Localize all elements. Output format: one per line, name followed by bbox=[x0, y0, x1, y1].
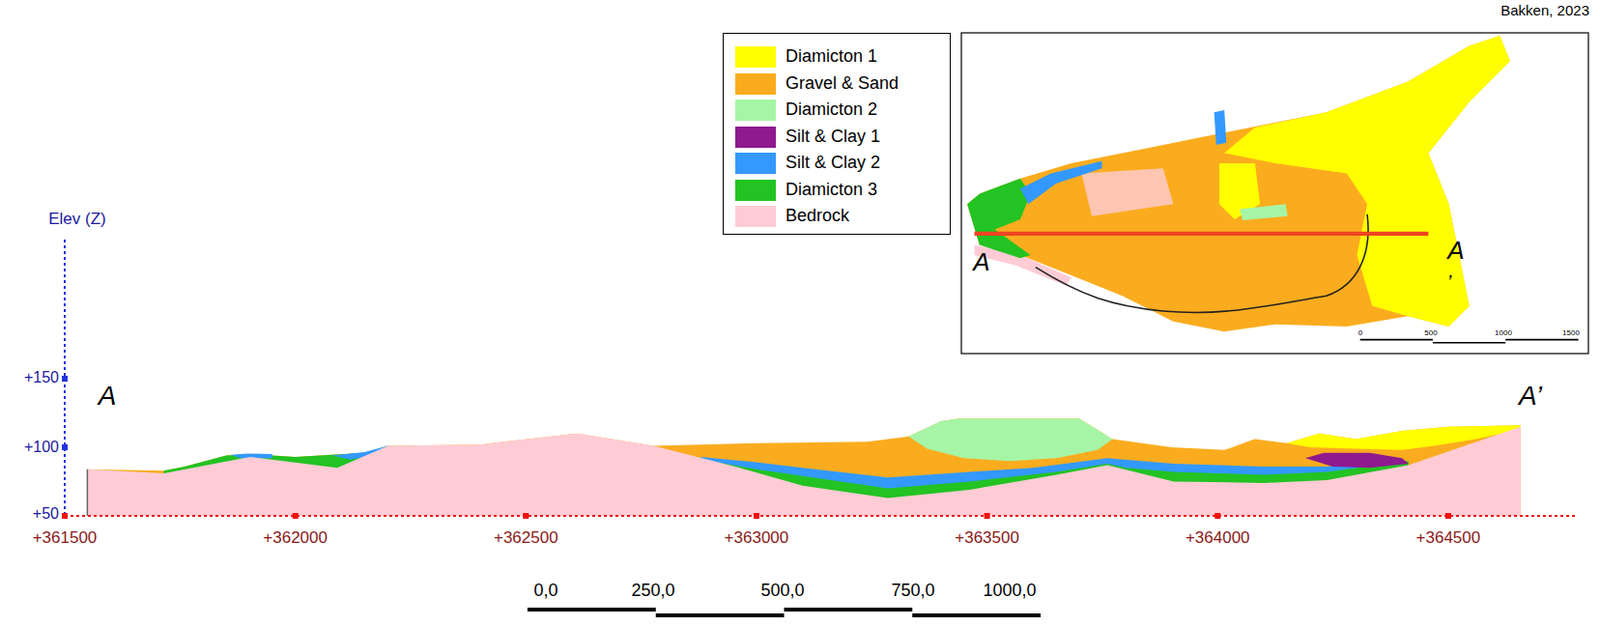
axis-title: Elev (Z) bbox=[48, 210, 107, 229]
legend-entry: Gravel & Sand bbox=[723, 72, 950, 96]
axis-value: +50 bbox=[32, 505, 59, 523]
section-line bbox=[973, 231, 1429, 236]
legend-swatch bbox=[735, 179, 776, 201]
map-gravel-sand bbox=[967, 35, 1511, 332]
axis-value: +150 bbox=[24, 369, 59, 387]
legend-entry: Silt & Clay 1 bbox=[723, 125, 950, 149]
axis-tick bbox=[1214, 513, 1221, 519]
map-silt-clay2 bbox=[1214, 110, 1228, 145]
section-end: A’ bbox=[1518, 381, 1543, 412]
legend-swatch bbox=[735, 126, 776, 148]
axis-tick bbox=[1445, 513, 1452, 519]
scale-bar bbox=[656, 613, 785, 618]
section-end: , bbox=[1448, 259, 1455, 282]
legend-label: Silt & Clay 1 bbox=[785, 127, 881, 147]
scale-value: 0 bbox=[1358, 329, 1363, 339]
diamicton2-lens bbox=[908, 418, 1113, 461]
legend-label: Diamicton 2 bbox=[785, 100, 878, 120]
inset-frame bbox=[961, 32, 1589, 354]
axis-tick bbox=[61, 513, 68, 519]
legend-swatch bbox=[735, 73, 776, 95]
easting-axis bbox=[64, 514, 1575, 517]
scale-bar bbox=[784, 607, 914, 612]
axis-tick bbox=[292, 513, 299, 519]
scale-value: 500 bbox=[1424, 329, 1437, 339]
legend-swatch bbox=[735, 46, 776, 68]
section-edge bbox=[86, 469, 89, 516]
inset-scale-bar bbox=[1432, 342, 1506, 344]
scale-value: 1000,0 bbox=[982, 581, 1036, 601]
legend-label: Silt & Clay 2 bbox=[785, 153, 881, 173]
legend-entry: Diamicton 1 bbox=[723, 45, 950, 69]
legend-swatch bbox=[735, 152, 776, 174]
section-end: A bbox=[972, 248, 990, 277]
axis-tick bbox=[753, 513, 760, 519]
scale-value: 1000 bbox=[1494, 329, 1513, 339]
axis-value: +364500 bbox=[1416, 529, 1482, 548]
legend-swatch bbox=[735, 99, 776, 121]
credit: Bakken, 2023 bbox=[1500, 2, 1590, 20]
map-diamicton1 bbox=[1224, 35, 1511, 327]
map-road bbox=[1035, 214, 1369, 314]
legend-label: Bedrock bbox=[785, 206, 850, 227]
legend-swatch bbox=[735, 205, 776, 228]
axis-value: +362500 bbox=[493, 529, 559, 548]
axis-value: +363500 bbox=[954, 529, 1020, 548]
map-bedrock bbox=[1081, 168, 1173, 217]
legend-label: Gravel & Sand bbox=[785, 74, 899, 94]
scale-value: 0,0 bbox=[533, 581, 558, 601]
legend-entry: Diamicton 3 bbox=[723, 178, 950, 202]
gravel-sand-layer bbox=[86, 418, 1520, 516]
map-silt-clay2 bbox=[1020, 161, 1102, 204]
axis-tick bbox=[61, 375, 68, 382]
inset-scale-bar bbox=[1505, 339, 1578, 342]
axis-value: +364000 bbox=[1185, 529, 1251, 548]
legend-entry: Bedrock bbox=[723, 204, 950, 229]
axis-value: +362000 bbox=[262, 529, 328, 548]
axis-value: +100 bbox=[24, 438, 59, 457]
section-end: A bbox=[98, 381, 117, 412]
axis-tick bbox=[61, 513, 68, 519]
axis-tick bbox=[61, 444, 68, 451]
legend-entry: Diamicton 2 bbox=[723, 98, 950, 122]
silt-clay1-lens bbox=[1305, 453, 1409, 469]
axis-tick bbox=[522, 513, 529, 519]
scale-bar bbox=[912, 613, 1041, 618]
axis-value: +363000 bbox=[724, 529, 790, 548]
scale-value: 1500 bbox=[1562, 329, 1580, 339]
inset-scale-bar bbox=[1360, 339, 1433, 342]
legend-label: Diamicton 1 bbox=[785, 47, 878, 67]
legend-label: Diamicton 3 bbox=[785, 180, 878, 200]
map-diamicton2 bbox=[1239, 203, 1288, 221]
bedrock-layer bbox=[86, 427, 1520, 516]
axis-tick bbox=[984, 513, 991, 519]
scale-value: 250,0 bbox=[630, 581, 675, 601]
scale-bar bbox=[527, 607, 657, 612]
scale-value: 500,0 bbox=[760, 581, 804, 601]
legend-box: Diamicton 1 Gravel & SandDiamicton 2 Silt … bbox=[722, 32, 951, 235]
inset-map bbox=[967, 35, 1578, 343]
section bbox=[86, 418, 1520, 516]
legend-entry: Silt & Clay 2 bbox=[723, 151, 950, 175]
scale-value: 750,0 bbox=[890, 581, 935, 601]
map-diamicton3 bbox=[967, 178, 1030, 258]
axis-value: +361500 bbox=[32, 529, 98, 548]
